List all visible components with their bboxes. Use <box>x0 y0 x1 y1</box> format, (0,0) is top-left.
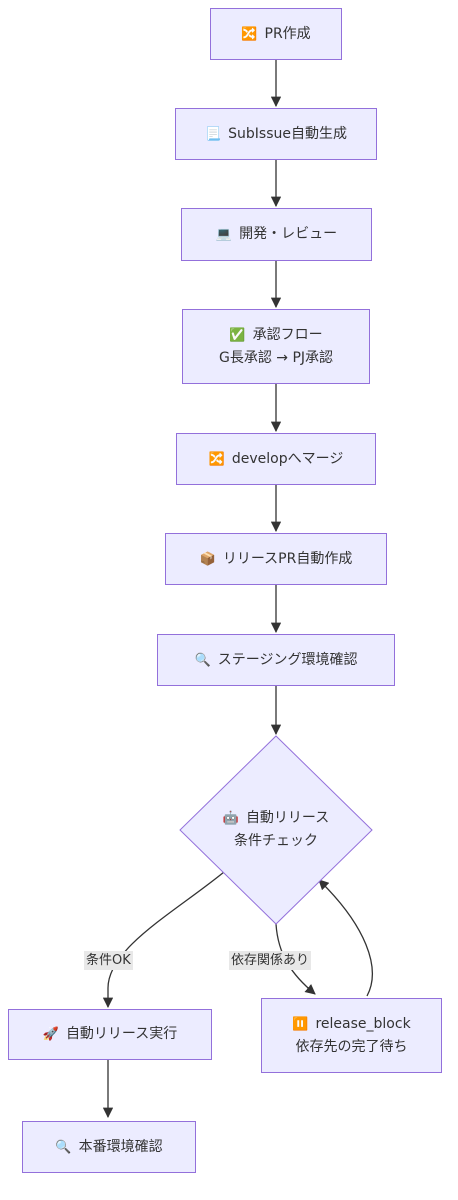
node-release-block-line2: 依存先の完了待ち <box>295 1038 408 1055</box>
package-icon: 📦 <box>199 551 216 567</box>
node-prod-check[interactable]: 🔍 本番環境確認 <box>22 1121 196 1173</box>
pause-icon: ⏸️ <box>292 1016 309 1032</box>
search-icon: 🔍 <box>55 1139 72 1155</box>
node-dev-review-label: 開発・レビュー <box>239 226 338 242</box>
node-release-block[interactable]: ⏸️ release_block 依存先の完了待ち <box>261 998 442 1073</box>
node-merge-develop[interactable]: 🔀 developへマージ <box>176 433 376 485</box>
node-prod-check-label: 本番環境確認 <box>78 1138 163 1155</box>
edge-label-dependency: 依存関係あり <box>229 951 312 970</box>
node-approval-line2: G長承認 → PJ承認 <box>218 349 334 366</box>
document-icon: 📃 <box>204 126 222 142</box>
rocket-icon: 🚀 <box>42 1027 59 1042</box>
node-merge-develop-label: developへマージ <box>231 450 344 467</box>
node-release-pr[interactable]: 📦 リリースPR自動作成 <box>165 533 387 585</box>
node-auto-release-check-label: 自動リリース <box>245 810 330 826</box>
merge-icon: 🔀 <box>241 26 258 42</box>
edge-check-to-autorelease <box>102 871 225 1009</box>
search-icon: 🔍 <box>194 652 211 668</box>
laptop-icon: 💻 <box>215 227 233 242</box>
node-approval-label: 承認フロー <box>252 326 323 343</box>
decision-diamond <box>179 735 373 925</box>
node-staging-check-label: ステージング環境確認 <box>217 651 358 668</box>
node-release-block-label: release_block <box>315 1015 411 1032</box>
node-auto-release-check[interactable]: 🤖 自動リリース 条件チェック <box>196 800 356 860</box>
node-subissue-label: SubIssue自動生成 <box>228 125 348 142</box>
edge-label-ok: 条件OK <box>84 951 133 970</box>
node-pr-create[interactable]: 🔀 PR作成 <box>210 8 342 60</box>
node-approval[interactable]: ✅ 承認フロー G長承認 → PJ承認 <box>182 309 370 384</box>
node-auto-release-check-line2: 条件チェック <box>234 833 318 849</box>
merge-icon: 🔀 <box>208 451 225 467</box>
node-auto-release-run[interactable]: 🚀 自動リリース実行 <box>8 1009 212 1060</box>
node-dev-review[interactable]: 💻 開発・レビュー <box>181 208 372 261</box>
robot-icon: 🤖 <box>222 811 239 826</box>
node-release-pr-label: リリースPR自動作成 <box>222 550 353 567</box>
edge-block-to-check <box>318 879 373 997</box>
node-staging-check[interactable]: 🔍 ステージング環境確認 <box>157 634 395 686</box>
check-icon: ✅ <box>229 327 246 343</box>
node-subissue[interactable]: 📃 SubIssue自動生成 <box>175 108 377 160</box>
node-auto-release-run-label: 自動リリース実行 <box>65 1026 178 1042</box>
node-pr-create-label: PR作成 <box>264 25 311 42</box>
